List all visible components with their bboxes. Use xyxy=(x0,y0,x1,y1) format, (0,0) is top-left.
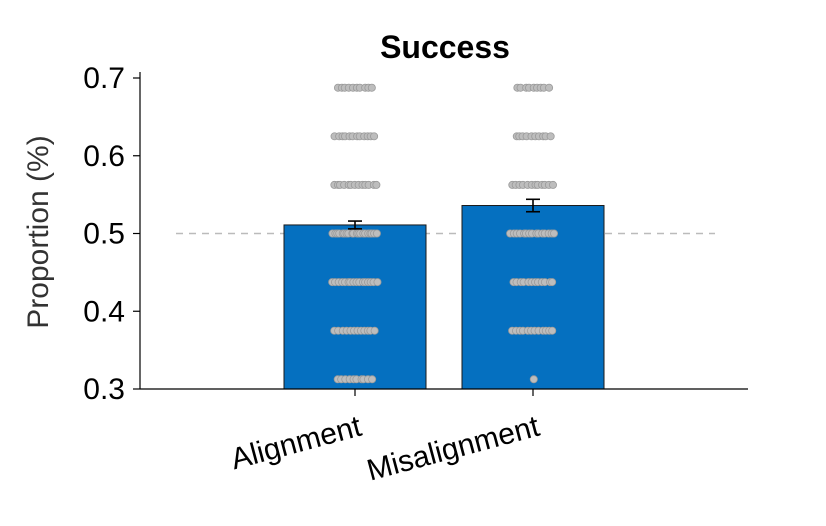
y-ticks-layer: 0.3 0.4 0.5 0.6 0.7 xyxy=(83,62,140,406)
data-point xyxy=(545,83,554,92)
y-tick-label: 0.5 xyxy=(83,218,125,251)
data-point xyxy=(372,229,381,238)
data-point xyxy=(368,375,377,384)
x-tick-label-alignment: Alignment xyxy=(227,410,365,477)
data-point xyxy=(548,180,557,189)
x-tick-label-misalignment: Misalignment xyxy=(364,410,544,488)
data-point xyxy=(370,326,379,335)
y-tick-label: 0.4 xyxy=(83,295,125,328)
data-points-layer xyxy=(328,83,559,384)
y-tick-label: 0.3 xyxy=(83,373,125,406)
data-point xyxy=(548,326,557,335)
error-bar-alignment xyxy=(348,220,362,230)
data-point xyxy=(548,278,557,287)
y-tick-label: 0.7 xyxy=(83,62,125,95)
data-point xyxy=(370,132,379,141)
bar-alignment xyxy=(283,224,427,390)
data-point xyxy=(367,83,376,92)
chart-title: Success xyxy=(380,29,510,65)
y-axis-label: Proportion (%) xyxy=(22,135,55,328)
data-point xyxy=(373,278,382,287)
y-tick-label: 0.6 xyxy=(83,140,125,173)
data-point xyxy=(546,132,555,141)
data-point xyxy=(372,180,381,189)
data-point xyxy=(550,229,559,238)
data-point xyxy=(529,375,538,384)
error-bars-layer xyxy=(348,198,540,230)
axes-layer xyxy=(139,72,748,390)
error-bar-misalignment xyxy=(526,198,540,213)
